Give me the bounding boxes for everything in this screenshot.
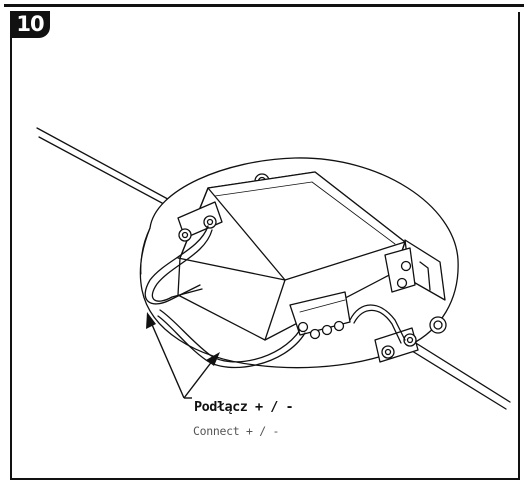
top-border [4, 4, 524, 7]
terminal-block [289, 291, 351, 340]
screw-icon [429, 316, 447, 334]
cable-clamp [374, 327, 419, 363]
connection-wires [144, 225, 406, 369]
connect-label-secondary: Connect + / - [193, 424, 280, 438]
cable-clamp [177, 201, 223, 242]
connect-label-primary: Podłącz + / - [194, 399, 294, 415]
terminal-block [384, 247, 416, 293]
step-number-badge: 10 [10, 11, 50, 38]
panel-frame [10, 12, 520, 480]
arrow-icon [149, 319, 214, 399]
